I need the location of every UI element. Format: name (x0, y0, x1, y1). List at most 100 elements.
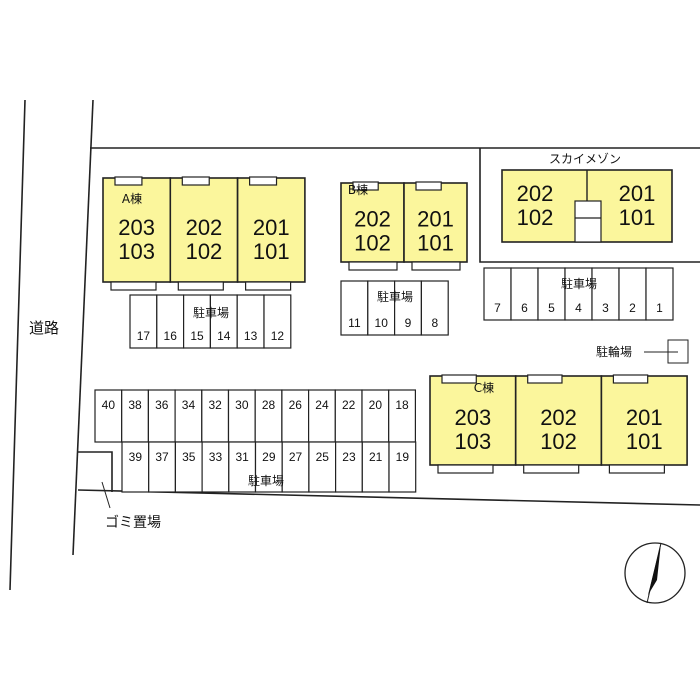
unit-notch (415, 181, 442, 191)
parking-space-number: 18 (395, 398, 409, 412)
parking-space (483, 267, 512, 321)
parking-space (308, 441, 337, 493)
parking-space-number: 33 (209, 450, 223, 464)
parking-space-number: 8 (431, 316, 438, 330)
parking-space-number: 2 (629, 301, 636, 315)
parking-space-number: 10 (375, 316, 389, 330)
parking-space-number: 4 (575, 301, 582, 315)
parking-space (121, 441, 150, 493)
parking-space (281, 389, 310, 443)
balcony (245, 281, 292, 291)
unit-number-upper: 202 (354, 206, 391, 231)
parking-space-number: 23 (342, 450, 356, 464)
road-edge-right (72, 99, 94, 556)
garbage-area (78, 451, 113, 492)
unit-number-upper: 203 (118, 215, 155, 240)
road-label: 道路 (29, 319, 59, 337)
unit-number-lower: 102 (517, 205, 554, 230)
parking-space (591, 267, 620, 321)
parking-space (263, 294, 292, 349)
unit-number-lower: 101 (417, 230, 454, 255)
building-name: B棟 (348, 182, 368, 197)
balcony (177, 281, 224, 291)
unit-number-upper: 201 (619, 181, 656, 206)
parking-space-number: 38 (128, 398, 142, 412)
parking-space (236, 294, 265, 349)
parking-space (420, 280, 449, 336)
parking-space-number: 36 (155, 398, 169, 412)
unit-number-upper: 203 (454, 405, 491, 430)
balcony (348, 261, 398, 271)
parking-space-number: 21 (369, 450, 383, 464)
parking-space-number: 24 (315, 398, 329, 412)
parking-space-number: 5 (548, 301, 555, 315)
unit-number-upper: 201 (417, 206, 454, 231)
parking-space (254, 441, 283, 493)
parking-space-number: 26 (289, 398, 303, 412)
parking-space (335, 441, 363, 493)
unit-number-lower: 101 (626, 429, 663, 454)
parking-space (367, 280, 396, 336)
balcony (411, 261, 461, 271)
balcony (437, 464, 494, 474)
parking-space-number: 39 (129, 450, 143, 464)
parking-space-number: 11 (348, 316, 361, 330)
unit-number-lower: 101 (253, 239, 290, 264)
parking-space-number: 35 (182, 450, 196, 464)
unit-number-lower: 101 (619, 205, 656, 230)
parking-space-number: 31 (235, 450, 249, 464)
parking-space-number: 12 (271, 329, 285, 343)
parking-space (281, 441, 310, 493)
garbage-label: ゴミ置場 (105, 514, 161, 531)
parking-space-number: 15 (190, 329, 204, 343)
parking-space (340, 280, 369, 336)
unit-number-lower: 102 (186, 239, 223, 264)
unit-number-upper: 202 (540, 405, 577, 430)
unit-notch (612, 374, 649, 384)
road-edge-left (9, 99, 26, 591)
parking-space (228, 441, 257, 493)
parking-label: 駐車場 (561, 276, 597, 291)
parking-space-number: 7 (494, 301, 501, 315)
parking-space-number: 32 (208, 398, 222, 412)
skymaison-enclosure (479, 148, 700, 263)
unit-number-lower: 103 (454, 429, 491, 454)
balcony (110, 281, 157, 291)
bicycle-parking-label: 駐輪場 (596, 344, 632, 359)
parking-space-number: 40 (102, 398, 116, 412)
unit-notch (352, 181, 379, 191)
parking-space (254, 389, 283, 443)
unit-notch (114, 176, 143, 186)
parking-space-number: 9 (405, 316, 412, 330)
parking-space (209, 294, 238, 349)
unit-notch (181, 176, 210, 186)
unit-number-upper: 201 (626, 405, 663, 430)
parking-space (129, 294, 158, 349)
parking-space (121, 389, 149, 443)
parking-space-number: 30 (235, 398, 249, 412)
north-arrow-icon (624, 542, 686, 604)
parking-label: 駐車場 (377, 289, 413, 304)
parking-label: 駐車場 (193, 305, 229, 320)
parking-space-number: 6 (521, 301, 528, 315)
unit-number-upper: 202 (186, 215, 223, 240)
parking-space-number: 14 (217, 329, 231, 343)
parking-space (201, 441, 230, 493)
parking-lot-b_lot: 11 10 9 8 駐車場 (340, 280, 449, 336)
parking-space-number: 28 (262, 398, 276, 412)
parking-space-number: 37 (155, 450, 169, 464)
garbage-leader-line (101, 481, 111, 509)
stairwell (574, 200, 602, 243)
unit-number-upper: 201 (253, 215, 290, 240)
parking-space-number: 17 (137, 329, 151, 343)
parking-space (394, 280, 423, 336)
parking-space (361, 441, 390, 493)
